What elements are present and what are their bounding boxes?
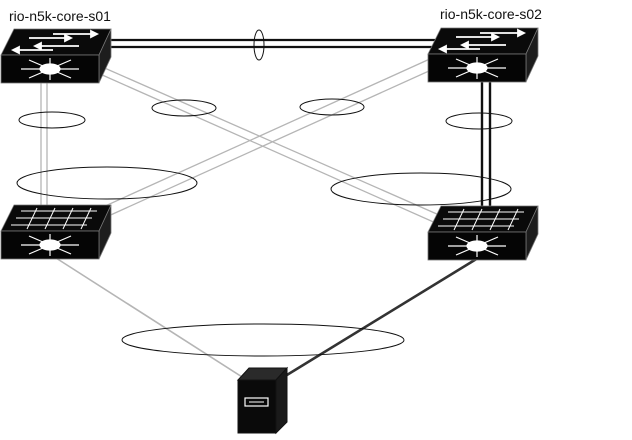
switch-access-right[interactable] <box>427 205 539 261</box>
link-core-s02-access-left <box>91 57 441 219</box>
ellipse-s02-cross <box>299 98 365 116</box>
ellipse-s02-right <box>445 112 513 130</box>
ellipse-core-link <box>253 29 265 61</box>
arrows-icon <box>10 29 100 55</box>
link-core-s02-access-right <box>480 82 492 222</box>
ellipse-server <box>121 323 405 357</box>
link-core-s01-access-right <box>99 65 456 229</box>
crossed-arrows-icon <box>448 235 506 257</box>
switch-core-s01[interactable] <box>0 28 112 84</box>
arrows-icon <box>437 28 527 54</box>
switch-label-core-s02: rio-n5k-core-s02 <box>440 6 542 22</box>
link-core-s01-core-s02 <box>110 38 452 49</box>
link-core-s01-access-left <box>40 82 48 208</box>
ellipse-s01-left <box>18 111 86 129</box>
ellipse-s01-cross <box>151 99 217 117</box>
crossed-arrows-icon <box>21 234 79 256</box>
link-access-right-server <box>281 256 479 380</box>
server-icon[interactable] <box>236 366 289 435</box>
crossed-arrows-icon <box>448 57 506 79</box>
link-access-left-server <box>55 257 251 383</box>
grid-icon <box>438 208 524 231</box>
server-drive-slot <box>244 397 269 407</box>
crossed-arrows-icon <box>21 58 79 80</box>
links <box>40 38 492 383</box>
ellipse-access-right <box>330 172 512 206</box>
switch-access-left[interactable] <box>0 204 112 260</box>
switch-label-core-s01: rio-n5k-core-s01 <box>9 8 111 24</box>
switch-core-s02[interactable] <box>427 27 539 83</box>
port-channel-ellipses <box>16 29 513 357</box>
ellipse-access-left <box>16 166 198 200</box>
grid-icon <box>11 207 97 230</box>
